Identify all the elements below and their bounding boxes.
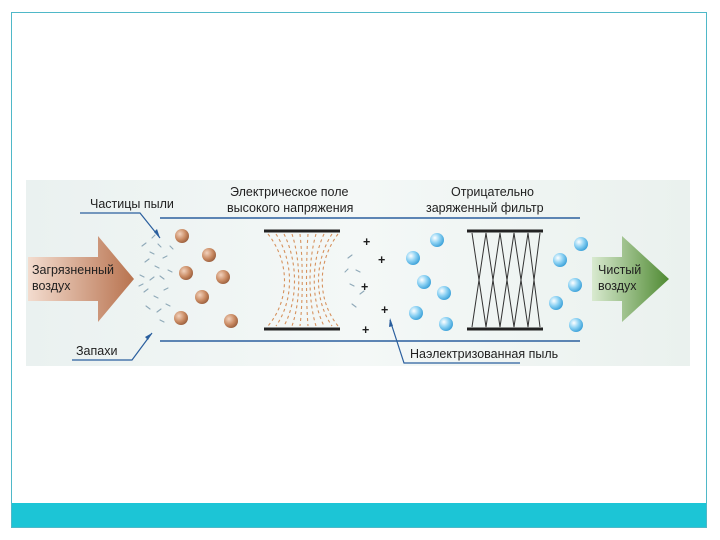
charged-particles-in <box>406 233 453 331</box>
charged-particle <box>406 251 420 265</box>
dust-particle <box>216 270 230 284</box>
plus-sign: + <box>361 280 368 294</box>
dirty-air-label-line1: Загрязненный <box>32 263 114 277</box>
dust-cloud <box>138 234 174 323</box>
plus-signs: + + + + + <box>361 235 388 337</box>
charged-particle <box>549 296 563 310</box>
dust-callout-line <box>80 212 161 239</box>
charged-dust-callout-line <box>389 319 520 364</box>
charged-particle <box>417 275 431 289</box>
charged-particle <box>409 306 423 320</box>
dirty-air-arrow <box>28 236 134 322</box>
dirty-air-label-line2: воздух <box>32 279 71 293</box>
charged-particle <box>439 317 453 331</box>
plus-sign: + <box>363 235 370 249</box>
dust-particle <box>202 248 216 262</box>
plus-sign: + <box>378 253 385 267</box>
charged-particle <box>553 253 567 267</box>
dust-particles-label: Частицы пыли <box>90 197 174 211</box>
electric-field <box>264 229 340 331</box>
dust-particle <box>195 290 209 304</box>
plus-sign: + <box>362 323 369 337</box>
clean-air-label-line2: воздух <box>598 279 637 293</box>
charged-particles-out <box>549 237 588 332</box>
charged-dust-label: Наэлектризованная пыль <box>410 347 558 361</box>
callout-lines <box>72 212 520 364</box>
dust-particle <box>174 311 188 325</box>
plus-sign: + <box>381 303 388 317</box>
field-label-line2: высокого напряжения <box>227 201 353 215</box>
charged-particle <box>568 278 582 292</box>
dust-particle <box>224 314 238 328</box>
filter-label-line2: заряженный фильтр <box>426 201 544 215</box>
odors-label: Запахи <box>76 344 117 358</box>
filter-label-line1: Отрицательно <box>451 185 534 199</box>
dust-particles <box>174 229 238 328</box>
dust-particle <box>175 229 189 243</box>
odors-callout-line <box>72 332 153 361</box>
field-label-line1: Электрическое поле <box>230 185 349 199</box>
charged-particle <box>574 237 588 251</box>
charged-particle <box>437 286 451 300</box>
charged-particle <box>569 318 583 332</box>
dust-particle <box>179 266 193 280</box>
diagram-background <box>26 180 690 366</box>
bottom-accent-bar <box>12 503 706 527</box>
charged-dust-cloud <box>344 254 365 308</box>
charged-particle <box>430 233 444 247</box>
clean-air-label-line1: Чистый <box>598 263 641 277</box>
negative-filter <box>467 229 543 331</box>
clean-air-arrow <box>592 236 669 322</box>
